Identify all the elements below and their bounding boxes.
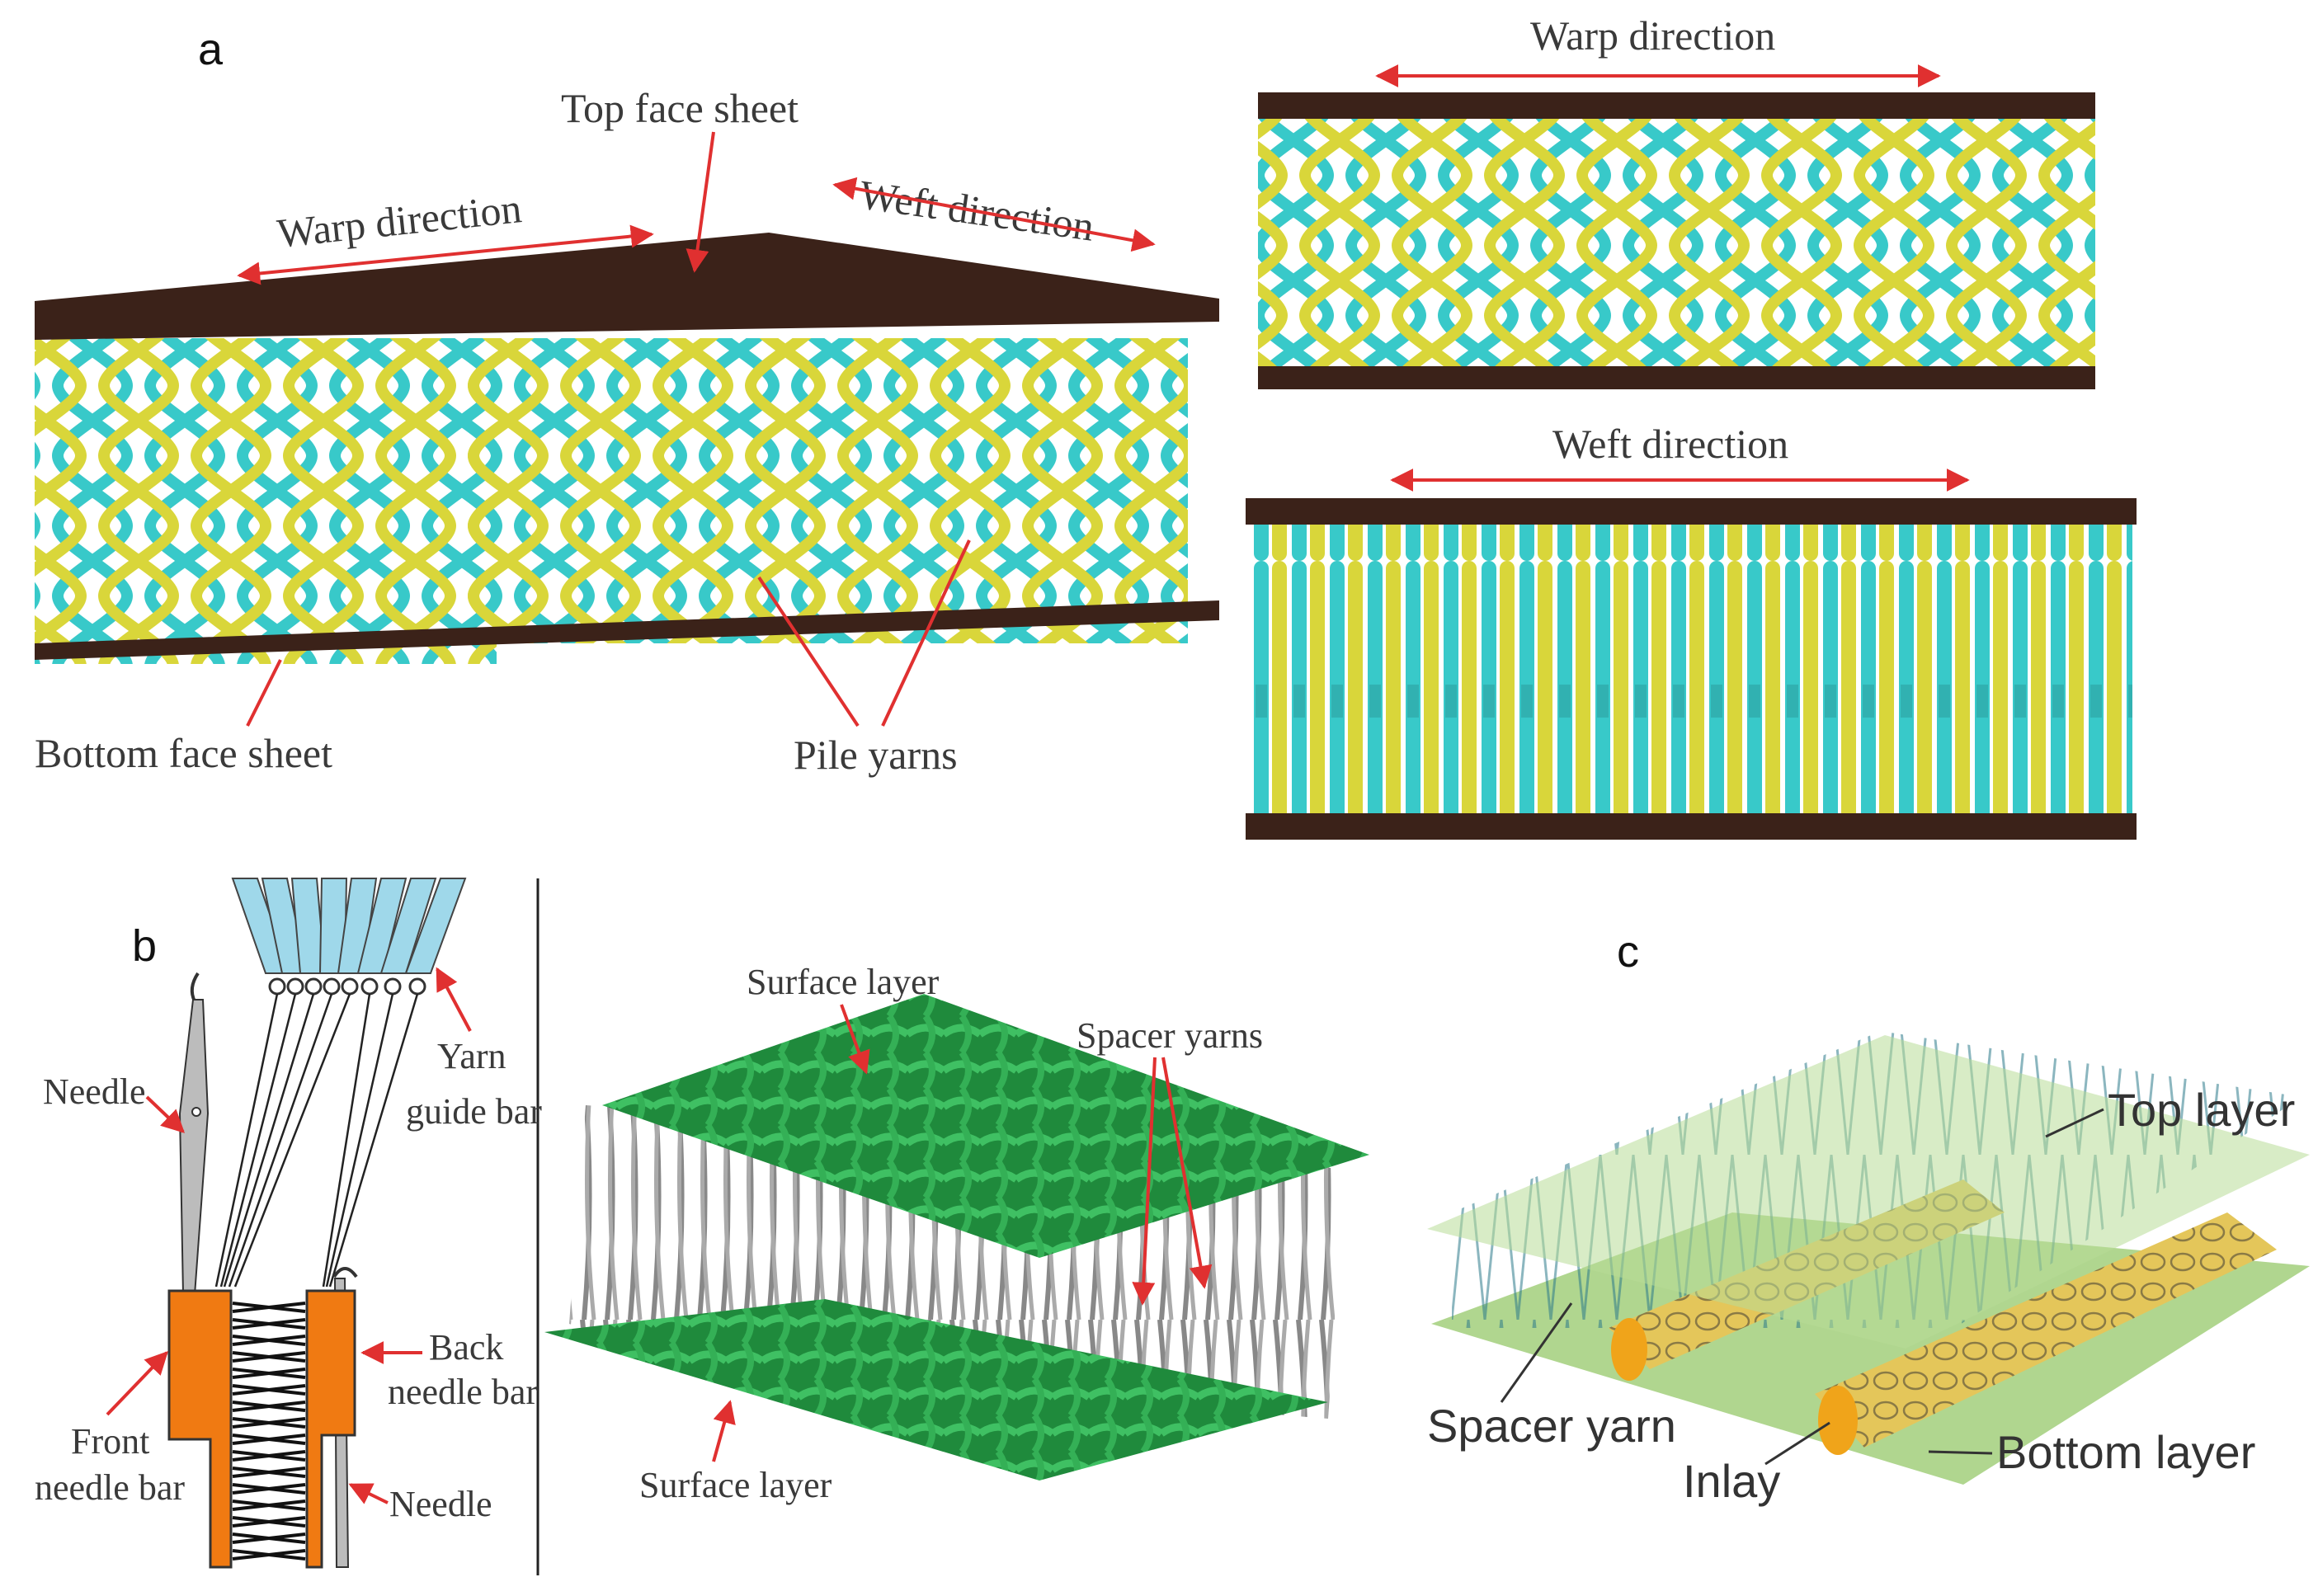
front-needle-bar-label-1: Front — [71, 1421, 149, 1462]
back-needle-bar-label-1: Back — [429, 1327, 503, 1368]
panel-a-letter: a — [198, 25, 224, 74]
surface-layer-bottom-label: Surface layer — [639, 1465, 832, 1505]
needle-left — [180, 973, 208, 1295]
back-needle-bar-label-2: needle bar — [388, 1372, 538, 1412]
yarn-core-right — [462, 338, 1188, 643]
panel-c: c Top layer Spacer yarn Inlay Bottom lay… — [1427, 927, 2310, 1507]
needle-left-label: Needle — [43, 1071, 146, 1112]
yarn-guide-bar — [233, 878, 465, 994]
warp-side-yarns — [1258, 119, 2095, 366]
top-face-sheet-label: Top face sheet — [561, 85, 799, 131]
weft-side-top-sheet — [1246, 498, 2137, 525]
pile-yarns-label: Pile yarns — [794, 732, 958, 778]
front-needle-bar-pointer — [107, 1353, 167, 1415]
panel-b: b — [35, 878, 1369, 1575]
needle-right-pointer — [351, 1485, 388, 1503]
top-face-sheet-shape — [35, 233, 1219, 340]
yarn-guide-bar-label-1: Yarn — [437, 1036, 506, 1076]
panel-b-letter: b — [132, 921, 157, 971]
weft-side-yarns — [1250, 525, 2132, 813]
bottom-face-sheet-pointer — [247, 660, 280, 726]
surface-layer-bottom-pointer — [714, 1402, 730, 1462]
guide-threads — [216, 994, 417, 1287]
green-spacer-fabric — [544, 994, 1369, 1481]
surface-layer-top-label: Surface layer — [747, 962, 940, 1002]
bottom-layer-pointer — [1929, 1452, 1992, 1453]
panel-a: a Top face sheet Warp direction Weft dir… — [35, 12, 2137, 840]
warp-side-top-sheet — [1258, 92, 2095, 119]
yarn-guide-bar-pointer — [437, 969, 470, 1031]
spacer-fabric-3d-block — [35, 233, 1219, 664]
needle-right-label: Needle — [389, 1484, 492, 1524]
yarn-guide-bar-label-2: guide bar — [406, 1091, 542, 1132]
bottom-face-sheet-label: Bottom face sheet — [35, 730, 332, 776]
weft-side-title: Weft direction — [1552, 421, 1788, 467]
bottom-layer-label: Bottom layer — [1996, 1426, 2255, 1478]
weft-side-bottom-sheet — [1246, 813, 2137, 840]
panel-c-letter: c — [1617, 927, 1639, 977]
spacer-yarn-label: Spacer yarn — [1427, 1400, 1676, 1452]
weft-side-view: Weft direction — [1246, 421, 2137, 840]
warp-side-view: Warp direction — [1258, 12, 2095, 389]
front-needle-bar-label-2: needle bar — [35, 1467, 185, 1508]
inlay-rod-back-end — [1611, 1318, 1647, 1381]
needle-left-pointer — [147, 1097, 183, 1132]
top-layer-label: Top layer — [2108, 1084, 2295, 1136]
yarn-core-left — [35, 338, 497, 664]
front-needle-bar-shape — [169, 1291, 231, 1567]
inlay-rod-front-end — [1818, 1386, 1858, 1455]
warp-direction-label: Warp direction — [275, 185, 523, 257]
spacer-yarns-label: Spacer yarns — [1077, 1015, 1263, 1056]
spacer-coil — [233, 1303, 305, 1559]
warp-side-bottom-sheet — [1258, 366, 2095, 389]
warp-side-title: Warp direction — [1530, 12, 1775, 59]
